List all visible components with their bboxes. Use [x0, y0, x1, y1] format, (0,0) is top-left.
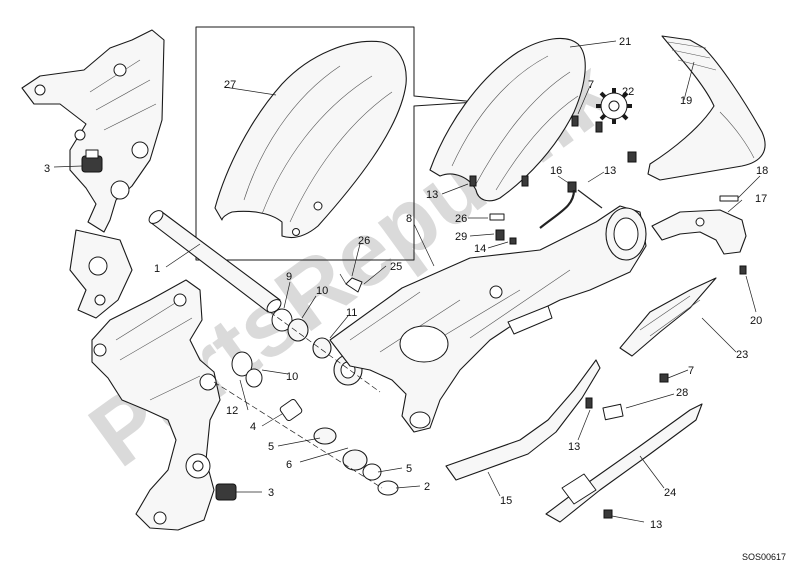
callout-12: 12: [226, 405, 238, 417]
callout-14: 14: [474, 243, 486, 255]
bolt-part-3-upper: [53, 149, 103, 173]
chain-guard-part-19: [647, 35, 766, 181]
callout-5-a: 5: [268, 441, 274, 453]
callout-19: 19: [680, 95, 692, 107]
chain-guide-part-23: [619, 277, 737, 357]
inset-detail: [195, 26, 477, 261]
callout-3-upper: 3: [44, 163, 50, 175]
callout-11: 11: [346, 307, 357, 319]
callout-1: 1: [154, 263, 160, 275]
callout-21: 21: [619, 36, 631, 48]
callout-18: 18: [756, 165, 768, 177]
callout-3-lower: 3: [268, 487, 274, 499]
cover-part-17: [651, 199, 747, 255]
callout-10-a: 10: [316, 285, 328, 297]
callout-13-d: 13: [650, 519, 662, 531]
hose-part-16: [539, 189, 603, 229]
callout-29: 29: [455, 231, 467, 243]
plate-part-28: [602, 393, 675, 421]
callout-13-a: 13: [604, 165, 616, 177]
bolt-part-3-lower: [215, 483, 262, 501]
rail-part-15: [445, 359, 601, 497]
callout-25: 25: [390, 261, 402, 273]
small-parts-center: [468, 213, 517, 249]
clamp-part-25: [339, 243, 387, 293]
bearing-stack-left: [213, 351, 421, 496]
callout-28: 28: [676, 387, 688, 399]
screws-upper-right: [441, 85, 761, 313]
gear-icon: [596, 88, 632, 124]
swingarm-part-8: [329, 205, 647, 433]
callout-27: 27: [224, 79, 236, 91]
mudguard-part-21: [429, 37, 617, 202]
callout-10-b: 10: [286, 371, 298, 383]
frame-plate-lower: [91, 279, 221, 531]
callout-16: 16: [550, 165, 562, 177]
slider-part-24: [545, 403, 703, 523]
callout-7-lower: 7: [688, 365, 694, 377]
callout-22: 22: [622, 86, 634, 98]
screws-lower: [577, 369, 689, 523]
callout-4: 4: [250, 421, 256, 433]
inset-mudguard-part-27: [214, 40, 407, 239]
callout-20: 20: [750, 315, 762, 327]
callout-15: 15: [500, 495, 512, 507]
callout-26-b: 26: [455, 213, 467, 225]
callout-8: 8: [406, 213, 412, 225]
frame-plate-upper: [21, 29, 165, 319]
callout-labels: 21 27 7 22 19 3 16 13 18 13 17 26 8 29 2…: [44, 36, 786, 562]
callout-9: 9: [286, 271, 292, 283]
callout-17: 17: [755, 193, 767, 205]
callout-23: 23: [736, 349, 748, 361]
pivot-shaft-part-1: [148, 210, 282, 313]
callout-13-c: 13: [568, 441, 580, 453]
diagram-code: SOS00617: [742, 552, 786, 562]
callout-13-b: 13: [426, 189, 438, 201]
callout-6: 6: [286, 459, 292, 471]
callout-26-a: 26: [358, 235, 370, 247]
callout-2: 2: [424, 481, 430, 493]
callout-7-upper: 7: [588, 79, 594, 91]
callout-5-b: 5: [406, 463, 412, 475]
callout-24: 24: [664, 487, 676, 499]
